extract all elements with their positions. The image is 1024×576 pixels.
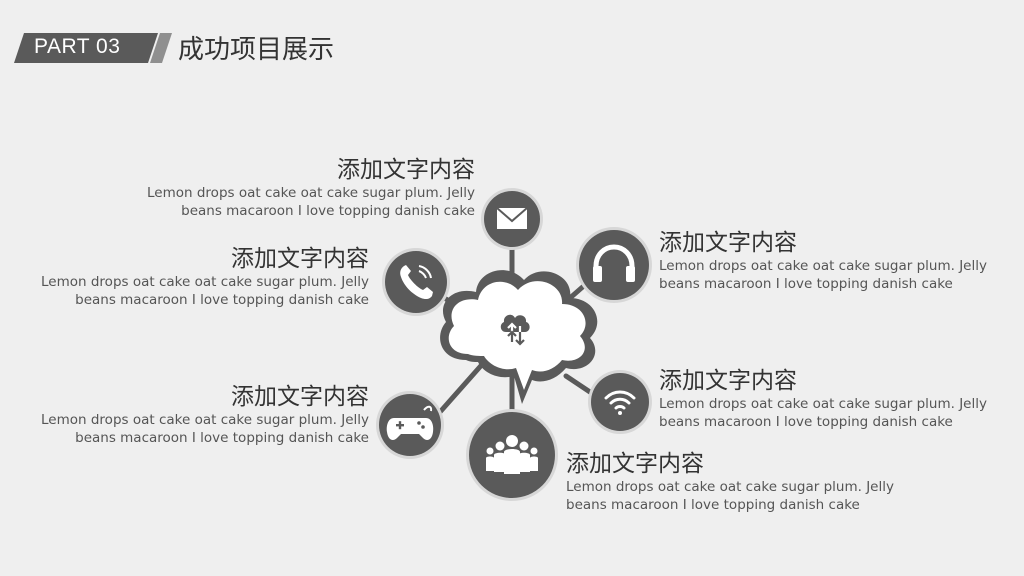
item-left-lower: 添加文字内容 Lemon drops oat cake oat cake sug… — [41, 383, 369, 447]
item-heading: 添加文字内容 — [231, 246, 369, 272]
item-heading: 添加文字内容 — [566, 451, 704, 477]
item-heading: 添加文字内容 — [337, 157, 475, 183]
phone-icon — [400, 265, 433, 300]
item-heading: 添加文字内容 — [659, 230, 797, 256]
node-right-upper — [576, 227, 652, 303]
item-top-left: 添加文字内容 Lemon drops oat cake oat cake sug… — [147, 156, 475, 220]
item-right-lower: 添加文字内容 Lemon drops oat cake oat cake sug… — [659, 367, 987, 431]
node-left-lower — [376, 391, 444, 459]
item-text-line2: beans macaroon I love topping danish cak… — [659, 276, 953, 292]
people-icon — [486, 435, 538, 474]
item-right-upper: 添加文字内容 Lemon drops oat cake oat cake sug… — [659, 229, 987, 293]
connector-left-lower — [437, 357, 489, 415]
item-text-line1: Lemon drops oat cake oat cake sugar plum… — [41, 274, 369, 290]
part-label: PART 03 — [34, 35, 121, 58]
wifi-icon — [604, 390, 636, 415]
item-text-line1: Lemon drops oat cake oat cake sugar plum… — [41, 412, 369, 428]
item-left-upper: 添加文字内容 Lemon drops oat cake oat cake sug… — [41, 245, 369, 309]
cloud-upload-download-icon — [500, 314, 530, 346]
node-bottom — [466, 409, 558, 501]
item-text-line2: beans macaroon I love topping danish cak… — [75, 292, 369, 308]
item-heading: 添加文字内容 — [231, 384, 369, 410]
item-text-line1: Lemon drops oat cake oat cake sugar plum… — [659, 396, 987, 412]
part-tag — [14, 33, 158, 63]
item-text-line1: Lemon drops oat cake oat cake sugar plum… — [147, 185, 475, 201]
item-text-line2: beans macaroon I love topping danish cak… — [181, 203, 475, 219]
item-text-line1: Lemon drops oat cake oat cake sugar plum… — [566, 479, 894, 495]
center-cloud — [440, 270, 598, 404]
cloud-inner — [448, 281, 586, 390]
node-left-upper — [382, 248, 450, 316]
node-top-left — [481, 188, 543, 250]
item-text-line2: beans macaroon I love topping danish cak… — [659, 414, 953, 430]
item-bottom: 添加文字内容 Lemon drops oat cake oat cake sug… — [566, 450, 894, 514]
item-text-line1: Lemon drops oat cake oat cake sugar plum… — [659, 258, 987, 274]
item-heading: 添加文字内容 — [659, 368, 797, 394]
node-right-lower — [588, 370, 652, 434]
page-title: 成功项目展示 — [178, 35, 335, 65]
item-text-line2: beans macaroon I love topping danish cak… — [75, 430, 369, 446]
gamepad-icon — [386, 405, 434, 440]
headphones-icon — [593, 244, 635, 282]
mail-icon — [496, 207, 528, 229]
item-text-line2: beans macaroon I love topping danish cak… — [566, 497, 860, 513]
